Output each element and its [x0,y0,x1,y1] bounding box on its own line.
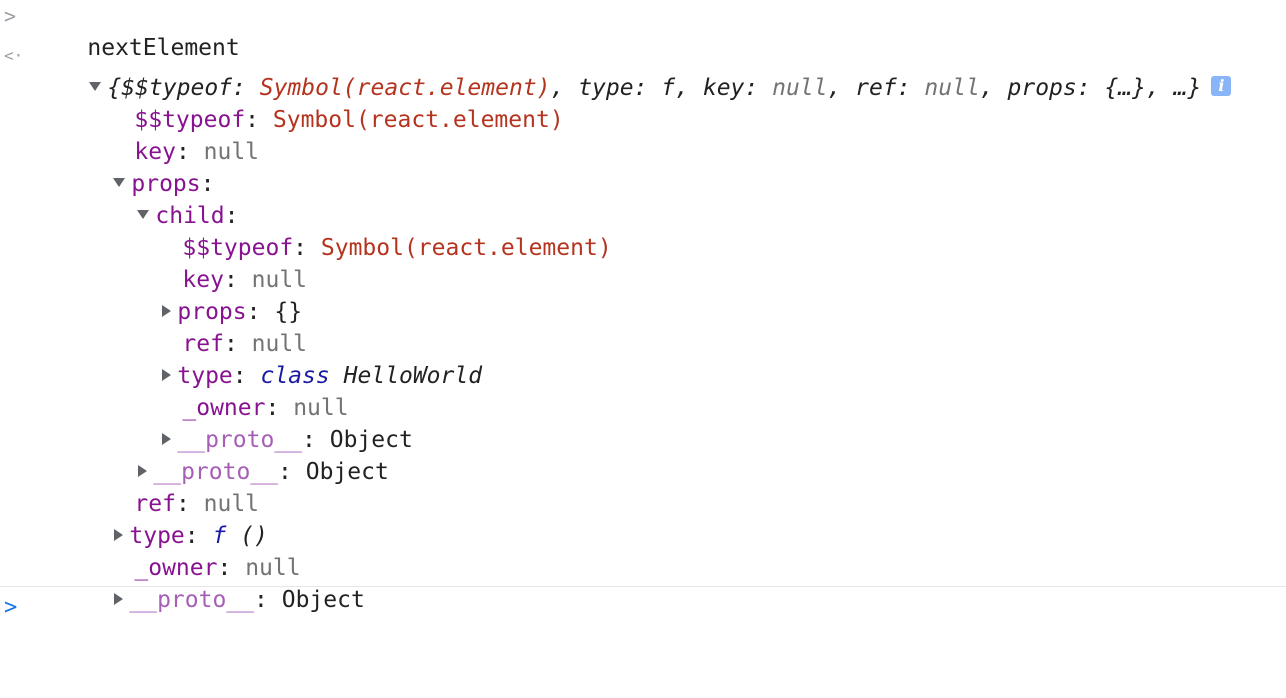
collapsed-triangle-icon[interactable] [114,592,124,605]
prop-row-typeof: $$typeof: Symbol(react.element) [134,107,564,133]
child-prop-ref: ref: null [182,331,308,357]
child-prop-owner: _owner: null [182,395,349,421]
collapsed-triangle-icon[interactable] [162,304,172,317]
info-icon[interactable]: i [1211,75,1232,96]
prop-row-type[interactable]: type: f () [59,488,268,549]
prop-row-owner: _owner: null [134,555,301,581]
command-text: nextElement [87,35,240,61]
console-command: nextElement [32,0,239,61]
collapsed-triangle-icon[interactable] [114,528,124,541]
prop-row-ref: ref: null [134,491,260,517]
child-prop-typeof: $$typeof: Symbol(react.element) [182,235,612,261]
expand-triangle-icon[interactable] [137,210,150,219]
collapsed-triangle-icon[interactable] [162,368,172,381]
result-summary-row[interactable]: {$$typeof: Symbol(react.element), type: … [34,40,1232,101]
console-input[interactable] [32,592,1272,626]
result-arrow-icon: <· [4,46,24,65]
console-divider [0,586,1286,587]
prop-row-key: key: null [134,139,260,165]
child-prop-props[interactable]: props: {} [107,264,302,325]
collapsed-triangle-icon[interactable] [138,464,148,477]
child-prop-key: key: null [182,267,308,293]
prop-row-proto[interactable]: __proto__: Object [59,552,365,613]
console-prompt-icon: > [4,595,18,620]
prop-row-child[interactable]: child: [82,168,239,229]
collapsed-triangle-icon[interactable] [162,432,172,445]
input-prompt-icon: > [4,4,17,28]
child-prop-proto[interactable]: __proto__: Object [107,392,413,453]
props-proto-row[interactable]: __proto__: Object [83,424,389,485]
expand-triangle-icon[interactable] [89,82,102,91]
prop-row-props[interactable]: props: [58,136,215,197]
child-prop-type[interactable]: type: class HelloWorld [107,328,482,389]
expand-triangle-icon[interactable] [113,178,126,187]
